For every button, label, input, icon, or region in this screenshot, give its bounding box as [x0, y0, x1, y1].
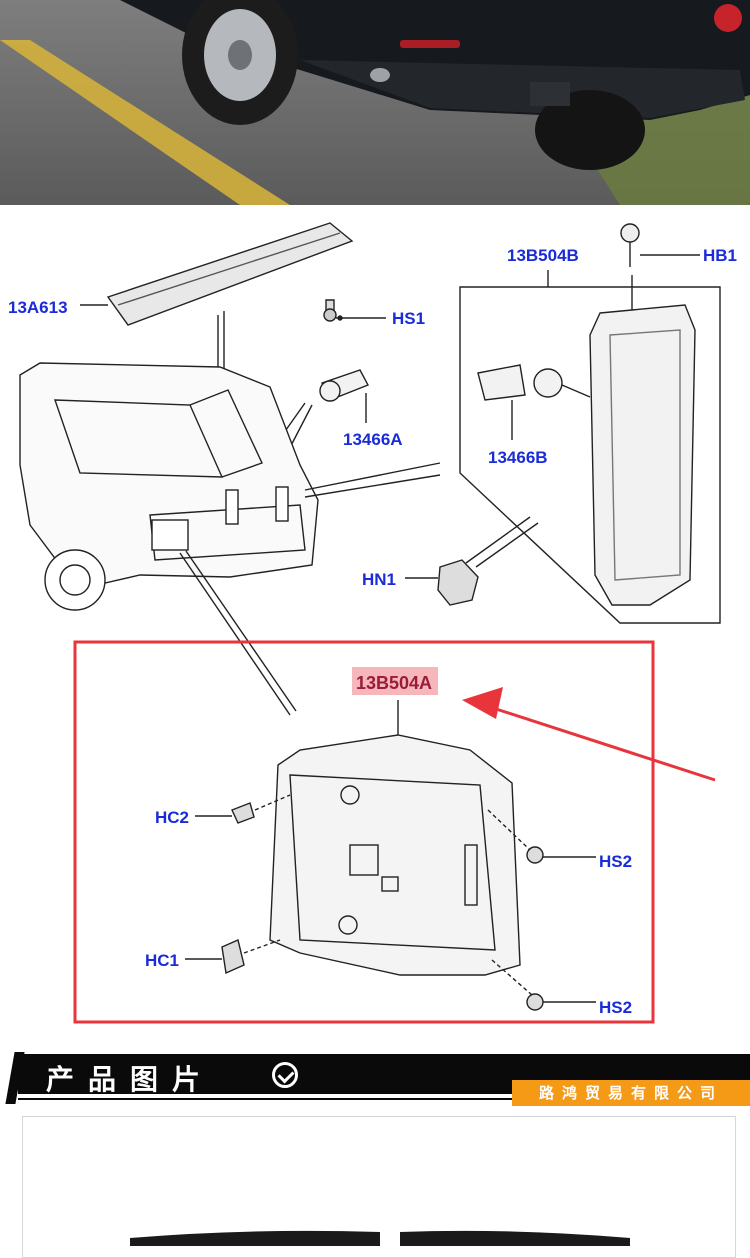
- section-title: 产品图片: [46, 1063, 215, 1096]
- screw-hb1: [620, 223, 640, 243]
- label-hc1: HC1: [145, 951, 179, 970]
- detail-frame: [459, 286, 721, 624]
- label-13a613: 13A613: [8, 298, 68, 317]
- high-mount-light-strip: [106, 222, 354, 326]
- section-banner: 产品图片 路鸿贸易有限公司: [0, 1048, 750, 1110]
- label-hs1: HS1: [392, 309, 425, 328]
- highlight-frame: [73, 640, 655, 1024]
- lamp-13b504a: [185, 700, 596, 1011]
- label-hb1: HB1: [703, 246, 737, 265]
- label-13466b: 13466B: [488, 448, 548, 467]
- parts-diagram-art: 13A613 HS1 13B504B HB1 13466A 13466B HN1…: [8, 222, 737, 1024]
- label-13b504a: 13B504A: [356, 673, 432, 693]
- label-13466a: 13466A: [343, 430, 403, 449]
- product-image-top: [130, 1226, 630, 1246]
- parts-diagram: 13A613 HS1 13B504B HB1 13466A 13466B HN1…: [0, 205, 750, 1050]
- vehicle-photo-art: [0, 0, 750, 205]
- label-hs2-top: HS2: [599, 852, 632, 871]
- company-name: 路鸿贸易有限公司: [512, 1080, 750, 1106]
- clip-hn1: [437, 559, 479, 606]
- lamp-13b504b: [589, 304, 696, 606]
- highlight-label-bg: [352, 667, 438, 695]
- label-13b504b: 13B504B: [507, 246, 579, 265]
- label-hn1: HN1: [362, 570, 396, 589]
- label-hs2-bottom: HS2: [599, 998, 632, 1017]
- pointer-arrow-icon: [462, 687, 716, 782]
- bulb-13466b: [477, 364, 526, 401]
- vehicle-photo: [0, 0, 750, 205]
- label-hc2: HC2: [155, 808, 189, 827]
- vehicle-outline: [19, 362, 319, 584]
- banner-underline: [18, 1098, 518, 1100]
- check-circle-icon: [272, 1062, 298, 1088]
